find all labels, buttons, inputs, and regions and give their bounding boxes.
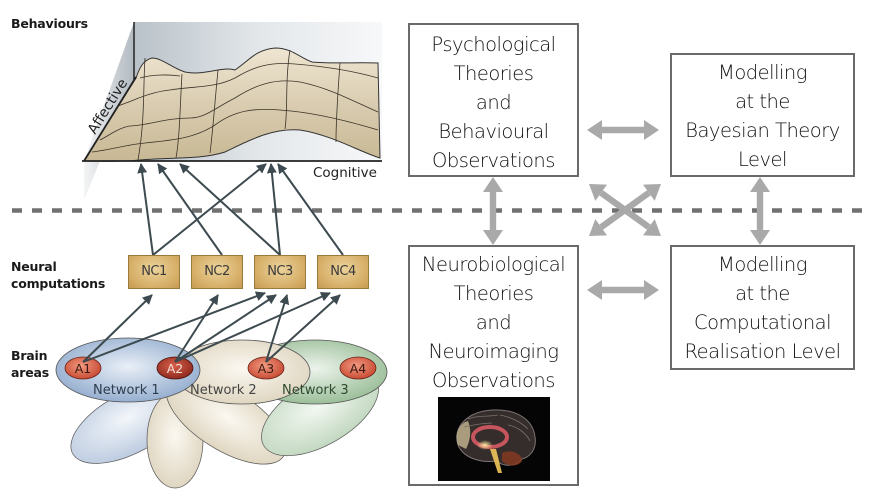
- brain-label-line1: Brain: [11, 348, 48, 363]
- area-label: A2: [167, 361, 184, 376]
- arrow-head: [589, 184, 608, 201]
- arrow-a2-to-nc4: [174, 292, 331, 363]
- connection-arrows: [82, 163, 344, 363]
- box-line: Psychological: [431, 33, 556, 56]
- surface-gridlines: [91, 49, 379, 161]
- box-line: Theories: [453, 62, 534, 85]
- nc2-box: NC2: [191, 255, 243, 289]
- area-label: A4: [350, 361, 367, 376]
- arrow-head: [587, 280, 602, 300]
- box-line: Theories: [453, 282, 534, 305]
- neuro-computational-arrow: [587, 280, 659, 300]
- box-line: Observations: [432, 369, 555, 392]
- brain-folds: [463, 414, 531, 442]
- arrow-a3-to-nc4: [265, 294, 341, 363]
- arrow-a1-to-nc3: [82, 291, 266, 363]
- arrow-nc2-to-behaviour-left-2: [157, 163, 223, 256]
- cerebellum: [502, 451, 522, 466]
- box-line: Neurobiological: [421, 253, 566, 276]
- arrow-a2-to-nc2: [174, 294, 219, 363]
- arrow-head: [587, 120, 602, 140]
- arrow-nc4-to-behaviour-peak: [277, 163, 344, 256]
- box-line: and: [475, 311, 512, 334]
- brain-area-a4: A4: [339, 356, 377, 380]
- psych-bayesian-arrow: [587, 120, 659, 140]
- area-label: A3: [258, 361, 275, 376]
- box-line: at the: [735, 90, 790, 113]
- brain-core: [477, 440, 493, 450]
- psych-neuro-arrow: [483, 177, 503, 245]
- brain-scan-graphic: [456, 409, 536, 473]
- neural-computations-label: Neural computations: [11, 258, 105, 292]
- surface: [83, 47, 381, 162]
- arrow-nc1-to-behaviour-peak: [152, 163, 267, 256]
- computational-modelling-box: Modelling at the Computational Realisati…: [670, 245, 855, 370]
- box-line: Modelling: [718, 61, 807, 84]
- arrow-head: [483, 177, 503, 192]
- box-line: Behavioural: [438, 120, 549, 143]
- bayesian-modelling-box: Modelling at the Bayesian Theory Level: [670, 53, 855, 177]
- area-label: A1: [75, 361, 92, 376]
- brain-outline: [456, 409, 536, 466]
- relation-arrows: [483, 120, 770, 300]
- network1-label: Network 1: [93, 383, 160, 398]
- box-line: Observations: [432, 149, 555, 172]
- box-line: and: [475, 91, 512, 114]
- box-line: Level: [738, 148, 787, 171]
- box-line: Modelling: [718, 253, 807, 276]
- behaviours-label: Behaviours: [11, 15, 88, 32]
- brain-frontal: [456, 421, 471, 449]
- network3-label: Network 3: [282, 383, 349, 398]
- brain-label-line2: areas: [11, 365, 49, 380]
- neural-label-line2: computations: [11, 276, 106, 291]
- brain-area-a2: A2: [156, 356, 194, 380]
- arrow-a1-to-nc1: [82, 294, 153, 363]
- affective-axis: [83, 76, 137, 162]
- arrow-nc1-to-behaviour-left-1: [137, 163, 154, 256]
- arrow-head: [483, 230, 503, 245]
- brain-networks: Network 1 Network 2 Network 3 A1 A2 A3 A…: [55, 337, 388, 489]
- brain-areas-label: Brain areas: [11, 347, 49, 381]
- nc4-box: NC4: [317, 255, 369, 289]
- arrow-head: [644, 280, 659, 300]
- arrow-nc3-to-behaviour-peak: [266, 163, 281, 256]
- arrow-a2-to-nc3: [174, 294, 277, 363]
- psychological-theories-box: Psychological Theories and Behavioural O…: [408, 23, 579, 177]
- arrow-head: [589, 219, 608, 236]
- arrow-head: [644, 120, 659, 140]
- behaviours-text: Behaviours: [11, 16, 88, 31]
- arrow-head: [642, 184, 661, 201]
- nc3-box: NC3: [254, 255, 306, 289]
- brain-area-a3: A3: [247, 356, 285, 380]
- behaviour-landscape: Affective Cognitive: [82, 22, 382, 200]
- arrow-nc3-to-behaviour-left-3: [179, 163, 281, 256]
- network2-label: Network 2: [190, 383, 257, 398]
- arrow-head: [750, 177, 770, 192]
- box-line: Computational: [693, 311, 832, 334]
- brain-stem: [490, 449, 502, 473]
- nc1-box: NC1: [128, 255, 180, 289]
- cognitive-axis-label: Cognitive: [313, 165, 377, 181]
- arrow-head: [750, 230, 770, 245]
- brain-area-a1: A1: [64, 356, 102, 380]
- neuroimaging-brain-image: [438, 397, 550, 481]
- box-line: Neuroimaging: [428, 340, 559, 363]
- arrow-head: [642, 219, 661, 236]
- box-line: Realisation Level: [684, 340, 841, 363]
- arrow-shaft: [599, 190, 651, 230]
- box-line: at the: [735, 282, 790, 305]
- box-line: Bayesian Theory: [685, 119, 840, 142]
- psych-computational-arrow: [589, 184, 661, 236]
- arrow-a3-to-nc3: [265, 294, 290, 363]
- neural-label-line1: Neural: [11, 259, 57, 274]
- bayesian-computational-arrow: [750, 177, 770, 245]
